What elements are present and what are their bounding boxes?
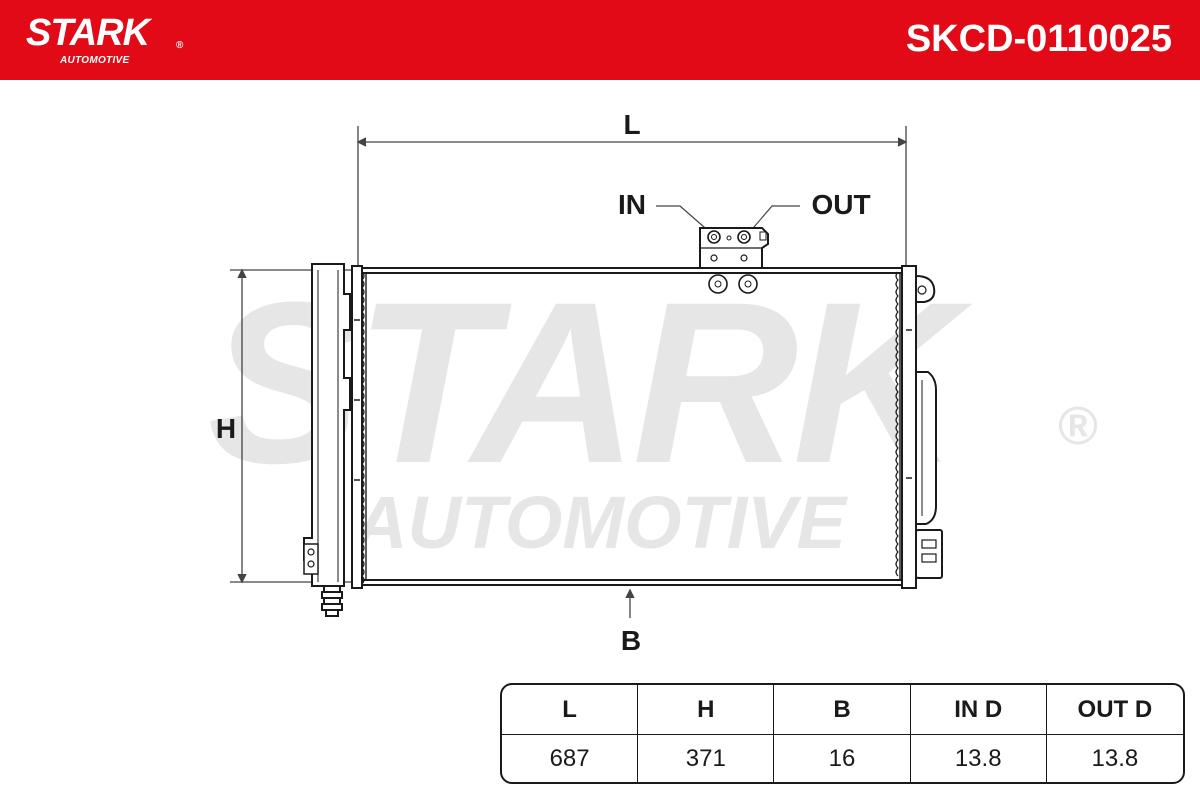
- spec-table: L H B IN D OUT D 687 371 16 13.8 13.8: [500, 683, 1185, 784]
- depth-label: B: [621, 625, 641, 656]
- left-header-tank: [303, 263, 365, 617]
- spec-value-outlet-diameter: 13.8: [1091, 744, 1139, 772]
- dimension-length: [356, 126, 908, 268]
- spec-value-depth: 16: [774, 735, 911, 782]
- watermark-registered: ®: [1058, 396, 1098, 456]
- spec-header-height: H: [638, 685, 775, 735]
- spec-header-outlet-diameter: OUT D: [1046, 685, 1183, 735]
- inlet-label: IN: [618, 189, 646, 220]
- logo-registered-mark: ®: [176, 40, 184, 51]
- outlet-label: OUT: [811, 189, 870, 220]
- port-leader-lines: [656, 205, 800, 235]
- header-bar: STARK ® AUTOMOTIVE SKCD-0110025: [0, 0, 1200, 80]
- spec-value-inlet-diameter: 13.8: [911, 735, 1047, 782]
- length-label: L: [623, 109, 640, 140]
- logo-brand: STARK: [26, 12, 150, 54]
- spec-header-length: L: [502, 685, 639, 735]
- watermark-subtitle: AUTOMOTIVE: [352, 481, 849, 564]
- spec-value-height: 371: [638, 735, 775, 782]
- logo-subtitle: AUTOMOTIVE: [60, 55, 130, 66]
- right-header-tank: [895, 265, 943, 589]
- dimension-depth: [625, 588, 635, 618]
- spec-header-depth: B: [774, 685, 911, 735]
- inlet-outlet-fitting: [699, 227, 769, 294]
- part-number: SKCD-0110025: [905, 18, 1172, 60]
- spec-header-inlet-diameter: IN D: [910, 685, 1047, 735]
- spec-value-length: 687: [502, 735, 639, 782]
- stark-logo: STARK ® AUTOMOTIVE: [26, 12, 183, 66]
- height-label: H: [216, 413, 236, 444]
